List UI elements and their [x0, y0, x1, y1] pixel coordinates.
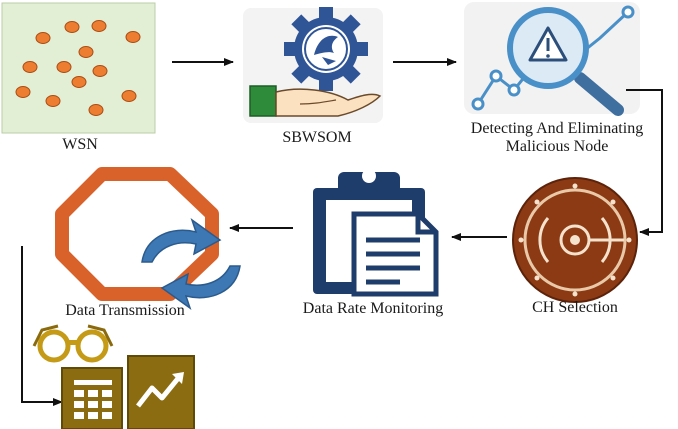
sbwsom-label: SBWSOM [282, 129, 352, 146]
analytics-chart-icon [32, 324, 195, 429]
wsn-label: WSN [62, 136, 98, 153]
detecting-label-line2: Malicious Node [505, 138, 609, 155]
data-transmission-label: Data Transmission [65, 302, 185, 319]
arrow-detecting-to-ch [626, 89, 663, 236]
cluster-head-icon [512, 177, 638, 303]
clipboard-icon [313, 169, 439, 297]
arrow-transmission-to-analysis [21, 246, 63, 406]
sensor-nodes-icon [15, 20, 141, 116]
warning-magnifier-icon [464, 2, 640, 116]
gear-hand-icon [243, 7, 383, 123]
detecting-label-line1: Detecting And Eliminating [470, 120, 644, 137]
ch-selection-label: CH Selection [532, 299, 618, 316]
octagon-refresh-icon [55, 167, 241, 310]
data-rate-label: Data Rate Monitoring [302, 300, 444, 317]
